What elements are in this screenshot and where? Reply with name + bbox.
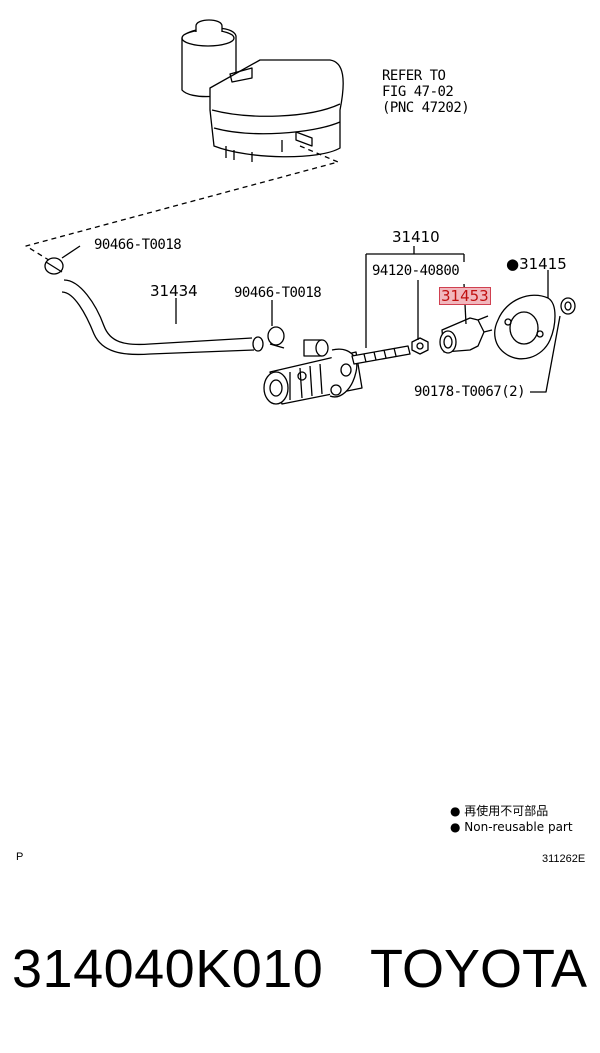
boot-31453 [439, 315, 493, 354]
hose-clip-top [44, 245, 81, 275]
label-clip-top[interactable]: 90466-T0018 [94, 237, 182, 253]
legend-line-en: ● Non-reusable part [450, 820, 573, 834]
gasket-31415 [494, 294, 556, 360]
label-gasket[interactable]: ●31415 [506, 255, 567, 273]
corner-label-left: P [16, 851, 24, 863]
parts-illustration [25, 19, 576, 405]
label-boot-highlighted[interactable]: 31453 [439, 287, 491, 305]
label-clip-mid[interactable]: 90466-T0018 [234, 285, 322, 301]
label-nut-90178[interactable]: 90178-T0067(2) [414, 384, 526, 400]
reference-line-2: FIG 47-02 [382, 84, 454, 100]
parts-diagram: REFER TO FIG 47-02 (PNC 47202) 90466-T00… [16, 19, 586, 865]
figure-code: 311262E [542, 853, 586, 865]
part-number: 314040K010 [12, 939, 324, 999]
label-cylinder-assy[interactable]: 31410 [392, 228, 440, 246]
nut-90178 [560, 297, 576, 315]
reference-line-1: REFER TO [382, 68, 446, 84]
label-nut-94120[interactable]: 94120-40800 [372, 263, 460, 279]
clutch-master-cylinder [263, 339, 411, 405]
brand-name: TOYOTA [370, 939, 588, 999]
label-hose[interactable]: 31434 [150, 282, 198, 300]
dashed-leader [25, 145, 339, 263]
hose-clip-mid [267, 300, 285, 349]
reservoir-tank [181, 19, 344, 162]
leader-90178 [530, 315, 561, 393]
nut-94120 [411, 337, 429, 355]
legend-line-jp: ● 再使用不可部品 [450, 804, 549, 818]
reference-line-3: (PNC 47202) [382, 100, 470, 116]
reservoir-hose [61, 279, 264, 356]
bracket-31410 [365, 246, 465, 348]
